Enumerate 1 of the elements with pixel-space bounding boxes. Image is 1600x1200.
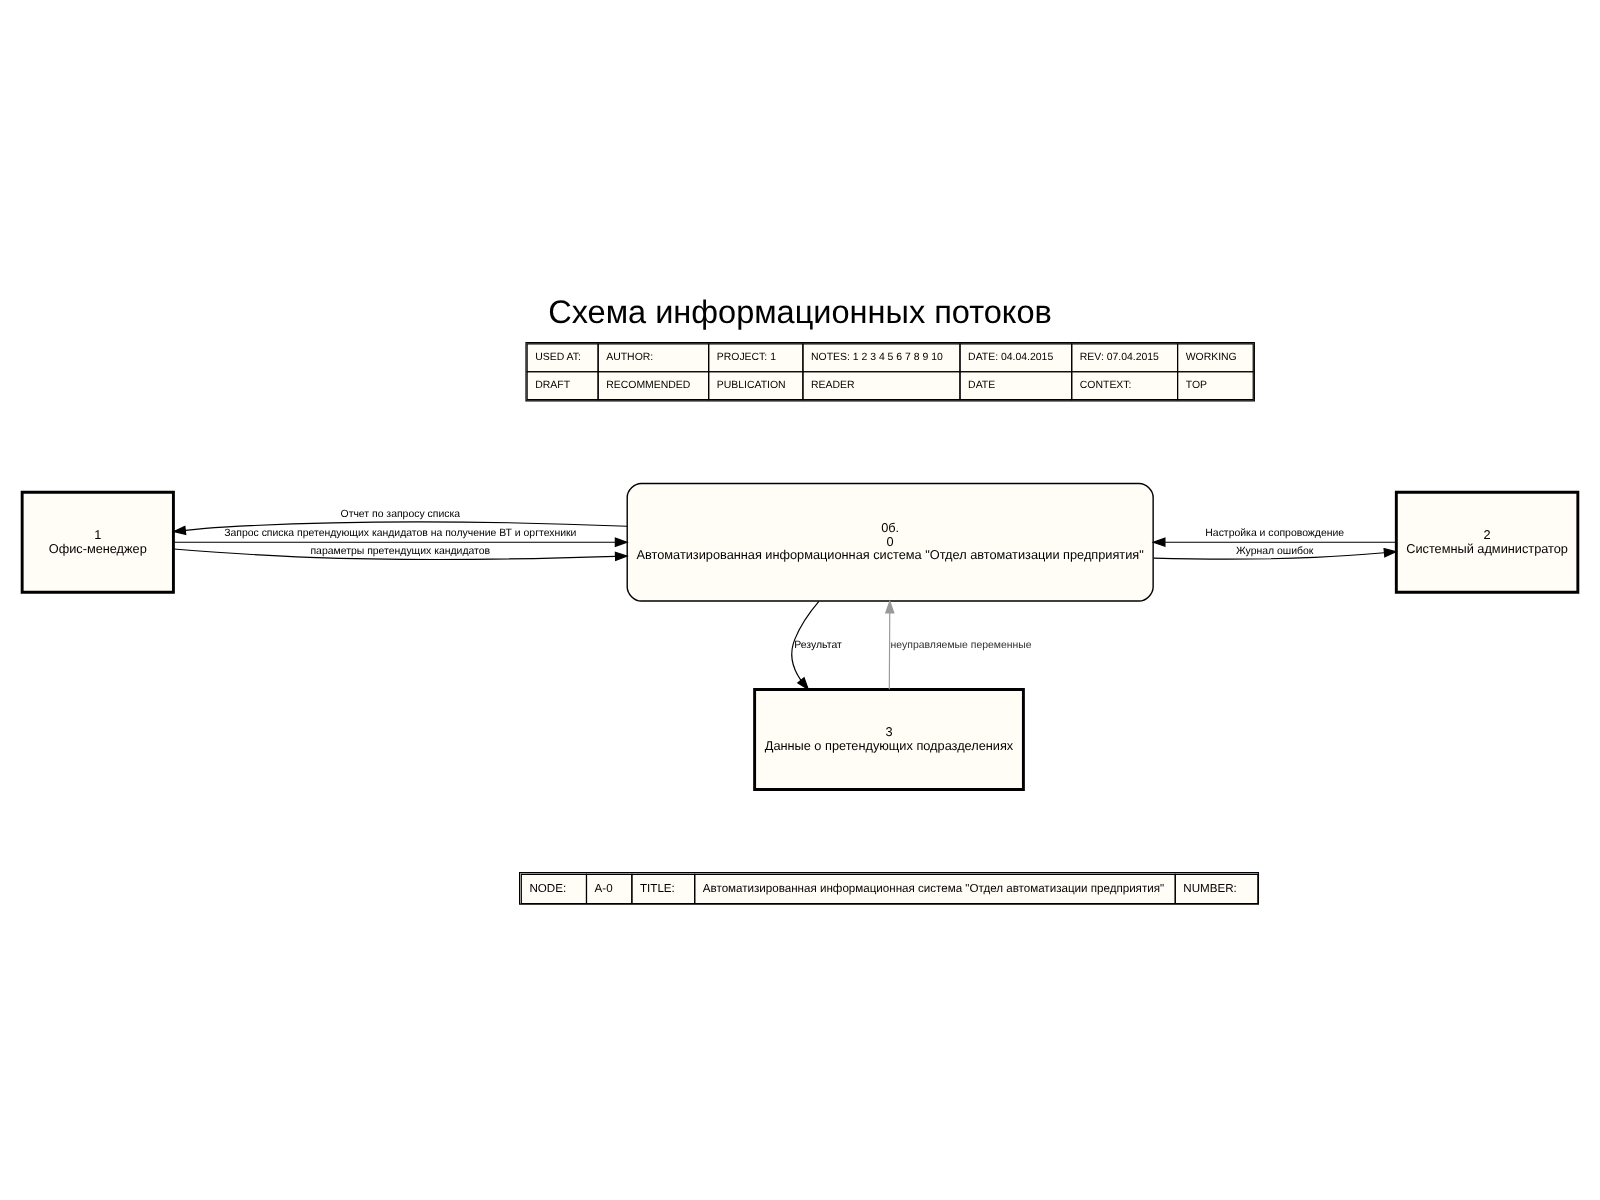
diagram-title: Схема информационных потоков xyxy=(548,294,1052,331)
